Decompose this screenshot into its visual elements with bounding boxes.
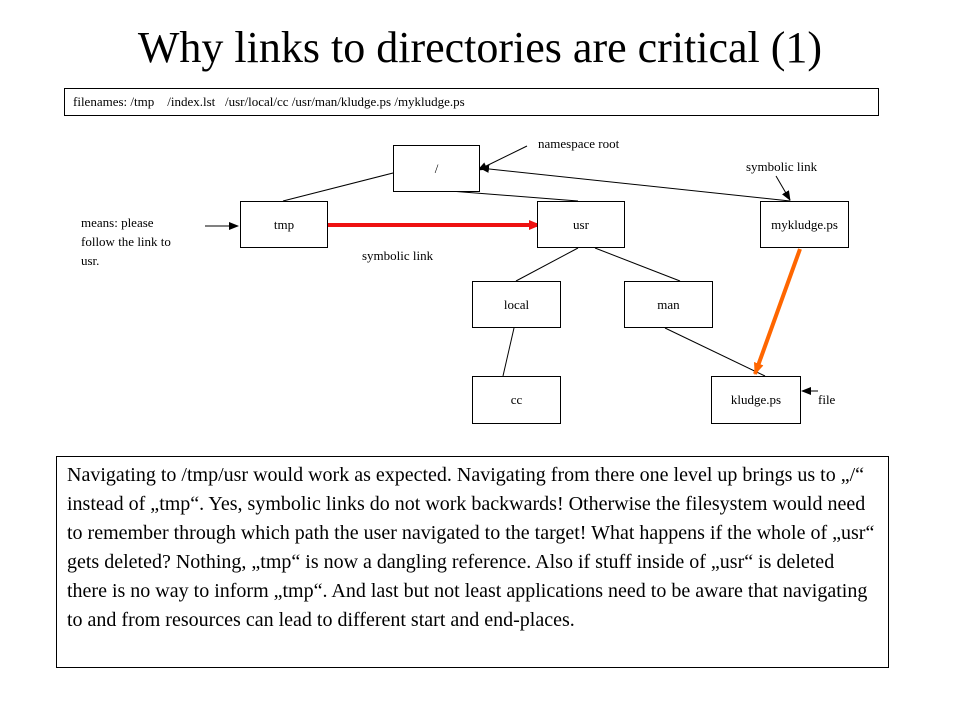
node-local: local — [472, 281, 561, 328]
node-tmp-label: tmp — [273, 216, 295, 232]
node-man: man — [624, 281, 713, 328]
node-cc-label: cc — [510, 392, 523, 407]
label-symbolic-link-top: symbolic link — [746, 159, 818, 174]
edge-man-kludge — [664, 327, 766, 377]
symlink-mykludge-kludge — [753, 248, 802, 375]
node-usr-label: usr — [573, 216, 589, 232]
node-root-label: / — [434, 160, 439, 176]
edge-local-cc — [502, 327, 515, 377]
edge-mykludge-root — [479, 164, 791, 202]
node-mykludge-label: mykludge.ps — [771, 216, 838, 232]
edge-root-tmp — [282, 172, 394, 202]
pointer-namespace-root — [477, 145, 528, 171]
edge-usr-local — [515, 247, 579, 282]
filenames-box: filenames: /tmp /index.lst /usr/local/cc… — [64, 88, 879, 116]
node-kludge: kludge.ps — [711, 376, 801, 424]
node-root: / — [393, 145, 480, 192]
label-file: file — [818, 392, 836, 407]
node-local-label: local — [503, 296, 530, 312]
node-man-label: man — [657, 296, 680, 312]
label-means: means: please follow the link to usr. — [81, 215, 171, 268]
node-tmp: tmp — [240, 201, 328, 248]
node-usr: usr — [537, 201, 625, 248]
edge-root-usr — [449, 190, 579, 202]
node-cc: cc — [472, 376, 561, 424]
label-namespace-root: namespace root — [538, 136, 620, 151]
node-mykludge: mykludge.ps — [760, 201, 849, 248]
label-symbolic-link-middle: symbolic link — [362, 248, 434, 263]
pointer-symbolic-link-top — [775, 175, 791, 201]
explanation-box: Navigating to /tmp/usr would work as exp… — [56, 456, 889, 668]
node-kludge-label: kludge.ps — [730, 392, 782, 407]
slide-title: Why links to directories are critical (1… — [137, 23, 823, 72]
edge-usr-man — [594, 247, 681, 282]
